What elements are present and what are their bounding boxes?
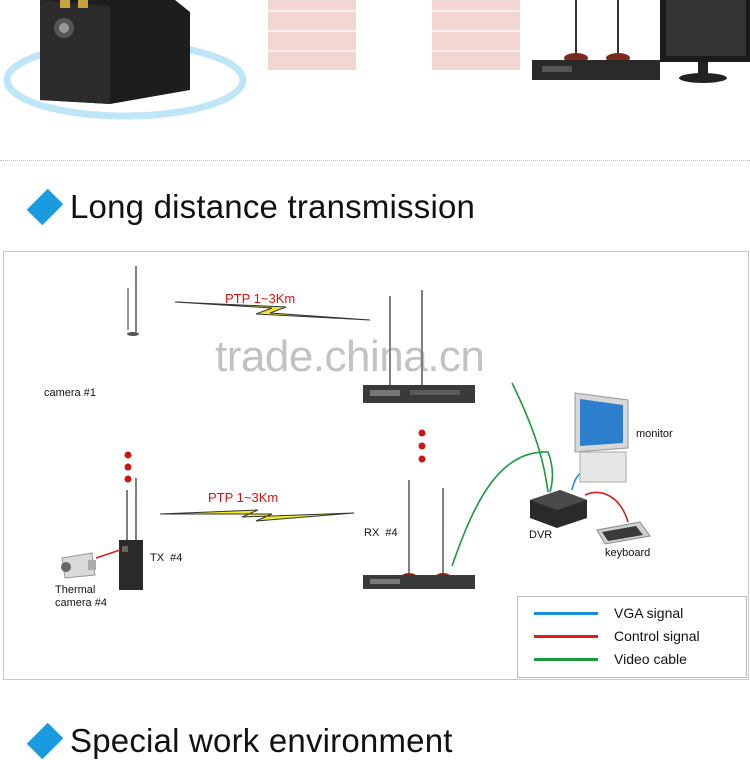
link2-label: PTP 1~3Km	[208, 490, 279, 505]
legend-label: Control signal	[614, 628, 700, 644]
dvr-label: DVR	[529, 529, 553, 541]
legend-label: VGA signal	[614, 605, 684, 621]
wireless-link-2-icon	[159, 509, 355, 522]
receiver-monitor-product-image	[532, 0, 750, 83]
camera1-antenna-icon	[127, 266, 139, 336]
receiver-1-icon	[363, 290, 475, 403]
legend-swatch-vga	[534, 611, 598, 615]
top-product-strip	[0, 0, 750, 160]
keyboard-icon	[596, 521, 651, 545]
rx-label: RX #4	[364, 527, 398, 539]
section-title: Special work environment	[70, 722, 453, 759]
video-cable-rx4	[451, 451, 554, 567]
diamond-icon	[26, 722, 64, 760]
wireless-link-1-icon	[174, 301, 371, 321]
section-heading-long-distance: Long distance transmission	[26, 188, 476, 226]
monitor-icon	[574, 392, 629, 483]
brick-wall-image	[432, 0, 520, 70]
legend-label: Video cable	[614, 651, 687, 667]
dvr-icon	[530, 490, 587, 528]
legend-item-video: Video cable	[534, 651, 687, 667]
section-heading-special-env: Special work environment	[26, 722, 453, 760]
section-title: Long distance transmission	[70, 188, 476, 225]
monitor-label: monitor	[636, 428, 673, 440]
control-cable	[584, 491, 629, 523]
transmitter-4-icon	[119, 478, 143, 590]
section-divider	[0, 160, 750, 161]
ellipsis-dots-rx	[418, 429, 426, 463]
ellipsis-dots-tx	[124, 451, 132, 483]
camera1-label: camera #1	[44, 387, 96, 399]
transmitter-product-image	[3, 0, 247, 120]
keyboard-label: keyboard	[605, 547, 651, 559]
thermal-camera-icon	[61, 549, 121, 579]
thermal-label-line2: camera #4	[55, 597, 107, 609]
legend-item-control: Control signal	[534, 628, 700, 644]
legend-item-vga: VGA signal	[534, 605, 683, 621]
legend-swatch-control	[534, 634, 598, 638]
legend-swatch-video	[534, 657, 598, 661]
tx-label: TX #4	[150, 552, 183, 564]
legend: VGA signal Control signal Video cable	[517, 596, 747, 678]
video-cable-rx1	[511, 382, 549, 493]
watermark-text: trade.china.cn	[215, 332, 485, 381]
thermal-label-line1: Thermal	[55, 584, 96, 596]
receiver-4-icon	[363, 480, 475, 589]
link1-label: PTP 1~3Km	[225, 291, 296, 306]
brick-wall-image	[268, 0, 356, 70]
